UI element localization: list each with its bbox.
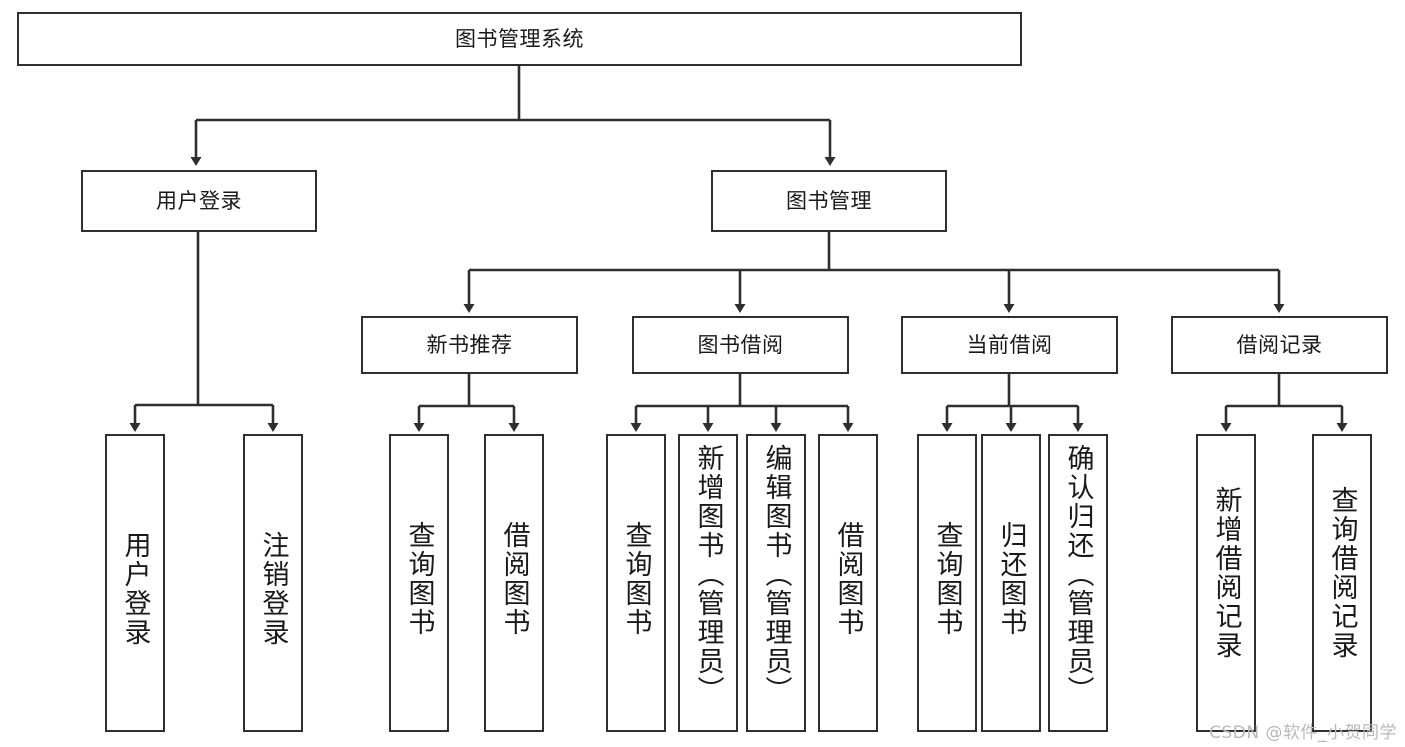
node-leaf-edit-book-admin-label: 编辑图书（管理员） xyxy=(760,444,792,705)
node-leaf-user-login-label: 用户登录 xyxy=(119,531,151,647)
node-leaf-borrow-book-label: 借阅图书 xyxy=(832,521,864,637)
watermark: CSDN @软件_小贺同学 xyxy=(1209,723,1397,743)
node-leaf-return-book[interactable]: 归还图书 xyxy=(981,434,1041,732)
node-book-borrow-label: 图书借阅 xyxy=(697,332,784,357)
node-leaf-logout[interactable]: 注销登录 xyxy=(243,434,303,732)
node-leaf-add-borrow-record[interactable]: 新增借阅记录 xyxy=(1196,434,1256,732)
node-leaf-query-book-label: 查询图书 xyxy=(620,521,652,637)
node-leaf-query-borrow-record-label: 查询借阅记录 xyxy=(1326,486,1358,660)
node-leaf-query-book-cur-label: 查询图书 xyxy=(931,521,963,637)
node-leaf-edit-book-admin[interactable]: 编辑图书（管理员） xyxy=(746,434,806,732)
node-borrow-record-label: 借阅记录 xyxy=(1236,332,1323,357)
node-user-login[interactable]: 用户登录 xyxy=(81,170,317,232)
node-leaf-query-book-rec[interactable]: 查询图书 xyxy=(389,434,449,732)
node-book-manage[interactable]: 图书管理 xyxy=(711,170,947,232)
node-book-borrow[interactable]: 图书借阅 xyxy=(632,316,849,374)
node-borrow-record[interactable]: 借阅记录 xyxy=(1171,316,1388,374)
node-new-book-rec-label: 新书推荐 xyxy=(426,332,513,357)
node-current-borrow[interactable]: 当前借阅 xyxy=(901,316,1118,374)
node-leaf-confirm-return-admin-label: 确认归还（管理员） xyxy=(1062,444,1094,705)
node-leaf-add-borrow-record-label: 新增借阅记录 xyxy=(1210,486,1242,660)
node-leaf-user-login[interactable]: 用户登录 xyxy=(105,434,165,732)
node-user-login-label: 用户登录 xyxy=(156,188,242,213)
node-leaf-query-book-cur[interactable]: 查询图书 xyxy=(917,434,977,732)
node-leaf-confirm-return-admin[interactable]: 确认归还（管理员） xyxy=(1048,434,1108,732)
node-current-borrow-label: 当前借阅 xyxy=(966,332,1053,357)
node-leaf-add-book-admin[interactable]: 新增图书（管理员） xyxy=(678,434,738,732)
node-new-book-rec[interactable]: 新书推荐 xyxy=(361,316,578,374)
node-leaf-return-book-label: 归还图书 xyxy=(995,521,1027,637)
node-leaf-logout-label: 注销登录 xyxy=(257,531,289,647)
node-root[interactable]: 图书管理系统 xyxy=(17,12,1022,66)
node-leaf-query-borrow-record[interactable]: 查询借阅记录 xyxy=(1312,434,1372,732)
node-book-manage-label: 图书管理 xyxy=(786,188,872,213)
node-leaf-query-book-rec-label: 查询图书 xyxy=(403,521,435,637)
node-leaf-borrow-book[interactable]: 借阅图书 xyxy=(818,434,878,732)
node-root-label: 图书管理系统 xyxy=(455,26,584,51)
node-leaf-add-book-admin-label: 新增图书（管理员） xyxy=(692,444,724,705)
node-leaf-query-book[interactable]: 查询图书 xyxy=(606,434,666,732)
node-leaf-borrow-book-rec-label: 借阅图书 xyxy=(498,521,530,637)
node-leaf-borrow-book-rec[interactable]: 借阅图书 xyxy=(484,434,544,732)
